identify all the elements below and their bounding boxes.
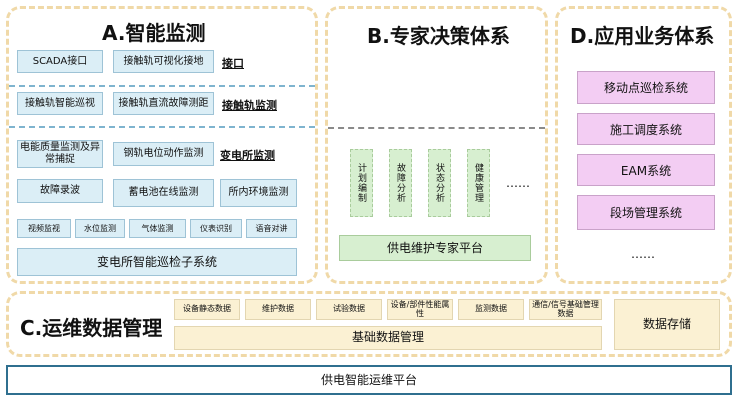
video-surveillance-box: 视频监视 bbox=[17, 219, 71, 238]
contact-rail-patrol-box: 接触轨智能巡视 bbox=[17, 92, 103, 115]
panel-b-title: B.专家决策体系 bbox=[367, 24, 510, 48]
base-data-management: 基础数据管理 bbox=[174, 326, 602, 350]
scada-interface-box: SCADA接口 bbox=[17, 50, 103, 73]
contact-rail-grounding-box: 接触轨可视化接地 bbox=[113, 50, 214, 73]
substation-monitoring-label: 变电所监测 bbox=[220, 149, 275, 162]
maintenance-data: 维护数据 bbox=[245, 299, 311, 320]
component-performance: 设备/部件性能属性 bbox=[387, 299, 453, 320]
panel-a-smart-monitoring bbox=[6, 6, 318, 284]
health-management-module: 健康管理 bbox=[467, 149, 490, 217]
d-ellipsis: …… bbox=[631, 247, 655, 261]
panel-d-title: D.应用业务体系 bbox=[570, 24, 715, 48]
state-analysis-module: 状态分析 bbox=[428, 149, 451, 217]
substation-inspection-subsystem: 变电所智能巡检子系统 bbox=[17, 248, 297, 276]
panel-a-title: A.智能监测 bbox=[102, 21, 206, 45]
mobile-inspection-system: 移动点巡检系统 bbox=[577, 71, 715, 104]
interface-label: 接口 bbox=[222, 57, 244, 70]
gas-monitoring-box: 气体监测 bbox=[129, 219, 186, 238]
construction-dispatch-system: 施工调度系统 bbox=[577, 113, 715, 145]
smart-maintenance-platform: 供电智能运维平台 bbox=[6, 365, 732, 395]
expert-platform: 供电维护专家平台 bbox=[339, 235, 531, 261]
panel-c-title: C.运维数据管理 bbox=[20, 316, 163, 340]
depot-management-system: 段场管理系统 bbox=[577, 195, 715, 230]
water-level-box: 水位监测 bbox=[75, 219, 125, 238]
environment-monitoring-box: 所内环境监测 bbox=[220, 179, 297, 207]
panel-c-data-management bbox=[6, 291, 732, 357]
power-quality-box: 电能质量监测及异常捕捉 bbox=[17, 140, 103, 168]
divider-b bbox=[328, 127, 545, 129]
fault-recording-box: 故障录波 bbox=[17, 179, 103, 203]
meter-recognition-box: 仪表识别 bbox=[190, 219, 242, 238]
rail-potential-box: 钢轨电位动作监测 bbox=[113, 142, 214, 166]
panel-b-expert-decision bbox=[325, 6, 548, 284]
test-data: 试验数据 bbox=[316, 299, 382, 320]
voice-intercom-box: 语音对讲 bbox=[246, 219, 297, 238]
communication-signal-data: 通信/信号基础管理数据 bbox=[529, 299, 602, 320]
contact-rail-monitoring-label: 接触轨监测 bbox=[222, 99, 277, 112]
battery-monitoring-box: 蓄电池在线监测 bbox=[113, 179, 214, 207]
divider-a2 bbox=[9, 126, 315, 128]
panel-d-application-business bbox=[555, 6, 732, 284]
data-storage: 数据存储 bbox=[614, 299, 720, 350]
plan-module: 计划编制 bbox=[350, 149, 373, 217]
monitoring-data: 监测数据 bbox=[458, 299, 524, 320]
contact-rail-fault-ranging-box: 接触轨直流故障测距 bbox=[113, 92, 214, 115]
eam-system: EAM系统 bbox=[577, 154, 715, 186]
divider-a1 bbox=[9, 85, 315, 87]
fault-analysis-module: 故障分析 bbox=[389, 149, 412, 217]
equipment-static-data: 设备静态数据 bbox=[174, 299, 240, 320]
b-ellipsis: …… bbox=[506, 176, 530, 190]
